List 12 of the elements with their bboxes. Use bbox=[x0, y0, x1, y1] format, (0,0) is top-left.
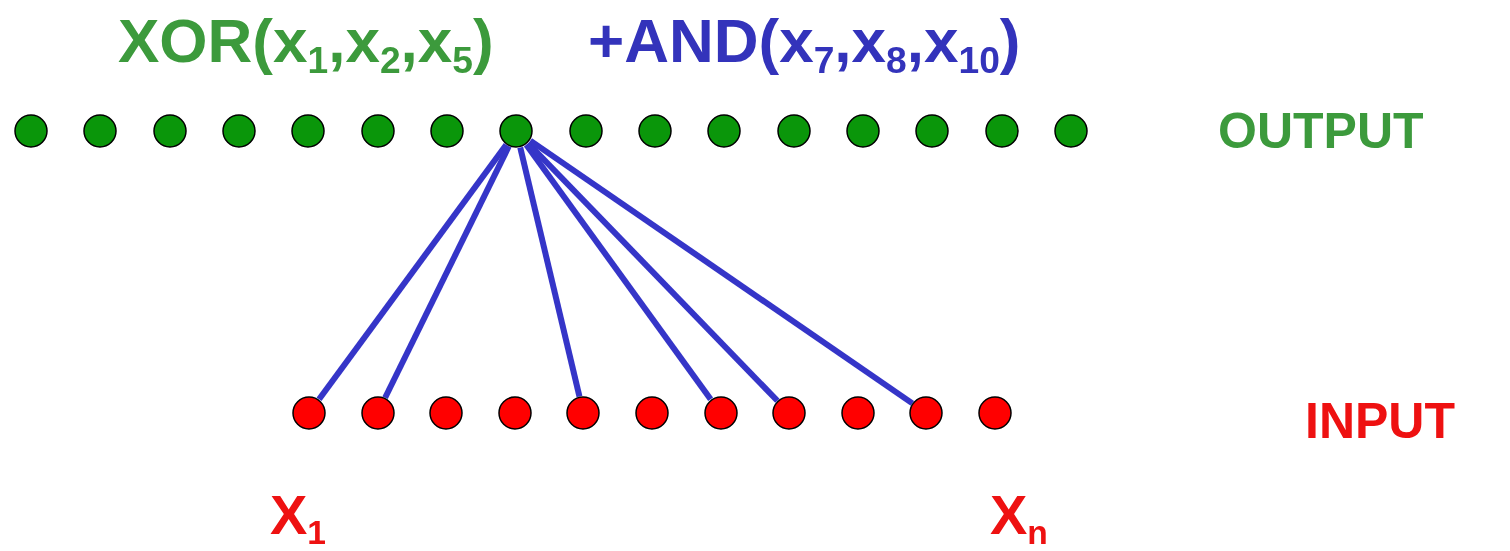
variable-label: X$_{n}$ bbox=[990, 487, 1048, 550]
variable-label: X$_{1}$ bbox=[270, 487, 327, 550]
connector-line bbox=[528, 138, 915, 406]
connector-line bbox=[517, 146, 583, 398]
connector-line bbox=[523, 143, 714, 401]
connector-line bbox=[316, 142, 509, 402]
connector-line bbox=[382, 144, 512, 400]
formula-text: +AND(x$_{7}$,x$_{8}$,x$_{10}$) bbox=[588, 10, 1021, 80]
formula-text: XOR(x$_{1}$,x$_{2}$,x$_{5}$) bbox=[118, 10, 494, 80]
layer-label: OUTPUT bbox=[1218, 106, 1424, 156]
layer-label: INPUT bbox=[1305, 396, 1455, 446]
connector-line bbox=[525, 141, 780, 403]
